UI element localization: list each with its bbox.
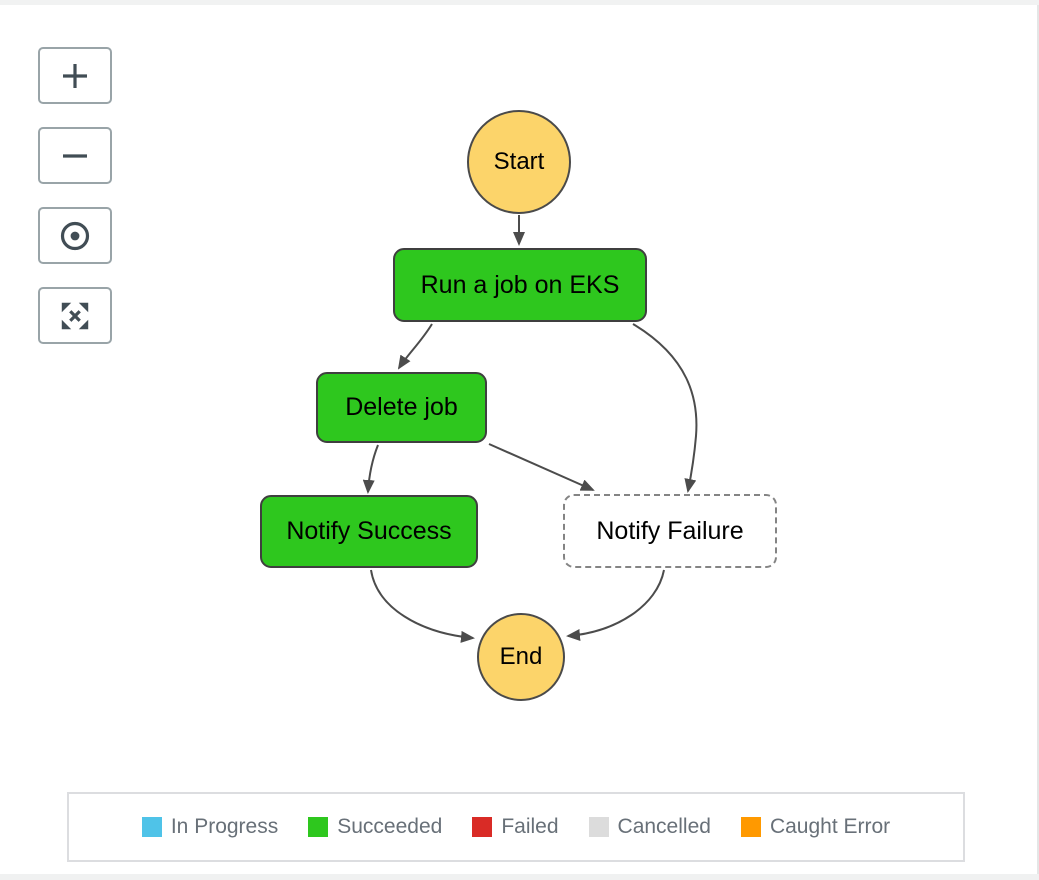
zoom-in-button[interactable] xyxy=(38,47,112,104)
legend-label: In Progress xyxy=(170,815,279,838)
legend-item-in-progress: In Progress xyxy=(141,815,279,839)
legend-item-failed: Failed xyxy=(472,815,559,839)
edge-notify-failure-to-end xyxy=(566,569,665,641)
in-progress-swatch-icon xyxy=(141,817,162,837)
workflow-node-start[interactable]: Start xyxy=(467,110,571,214)
workflow-node-notify-failure[interactable]: Notify Failure xyxy=(563,494,777,568)
caught-error-swatch-icon xyxy=(740,817,761,837)
workflow-node-notify-success[interactable]: Notify Success xyxy=(260,495,478,568)
legend-item-caught-error: Caught Error xyxy=(740,815,891,839)
edge-delete-to-notify-failure xyxy=(488,443,595,491)
workflow-node-delete-job[interactable]: Delete job xyxy=(316,372,487,443)
fit-to-view-button[interactable] xyxy=(38,287,112,344)
succeeded-swatch-icon xyxy=(308,817,329,837)
failed-swatch-icon xyxy=(472,817,493,837)
expand-arrows-icon xyxy=(58,299,92,333)
page-top-edge xyxy=(0,0,1039,5)
page-bottom-edge xyxy=(0,874,1039,880)
legend-label: Failed xyxy=(501,815,559,838)
cancelled-swatch-icon xyxy=(588,817,609,837)
workflow-node-end[interactable]: End xyxy=(477,613,565,701)
edge-notify-success-to-end xyxy=(370,569,475,643)
minus-icon xyxy=(58,139,92,173)
zoom-out-button[interactable] xyxy=(38,127,112,184)
legend-item-cancelled: Cancelled xyxy=(588,815,711,839)
legend-label: Succeeded xyxy=(337,815,443,838)
legend-label: Cancelled xyxy=(617,815,711,838)
legend-label: Caught Error xyxy=(769,815,891,838)
target-circle-icon xyxy=(57,218,93,254)
center-view-button[interactable] xyxy=(38,207,112,264)
edge-delete-to-notify-success xyxy=(362,444,379,494)
edge-eks-to-notify-failure xyxy=(632,323,698,493)
status-legend: In Progress Succeeded Failed Cancelled C… xyxy=(67,792,965,862)
plus-icon xyxy=(58,59,92,93)
edge-eks-to-delete xyxy=(397,323,433,370)
panel-right-border xyxy=(1037,5,1039,874)
legend-item-succeeded: Succeeded xyxy=(308,815,442,839)
workflow-node-run-job-on-eks[interactable]: Run a job on EKS xyxy=(393,248,647,322)
